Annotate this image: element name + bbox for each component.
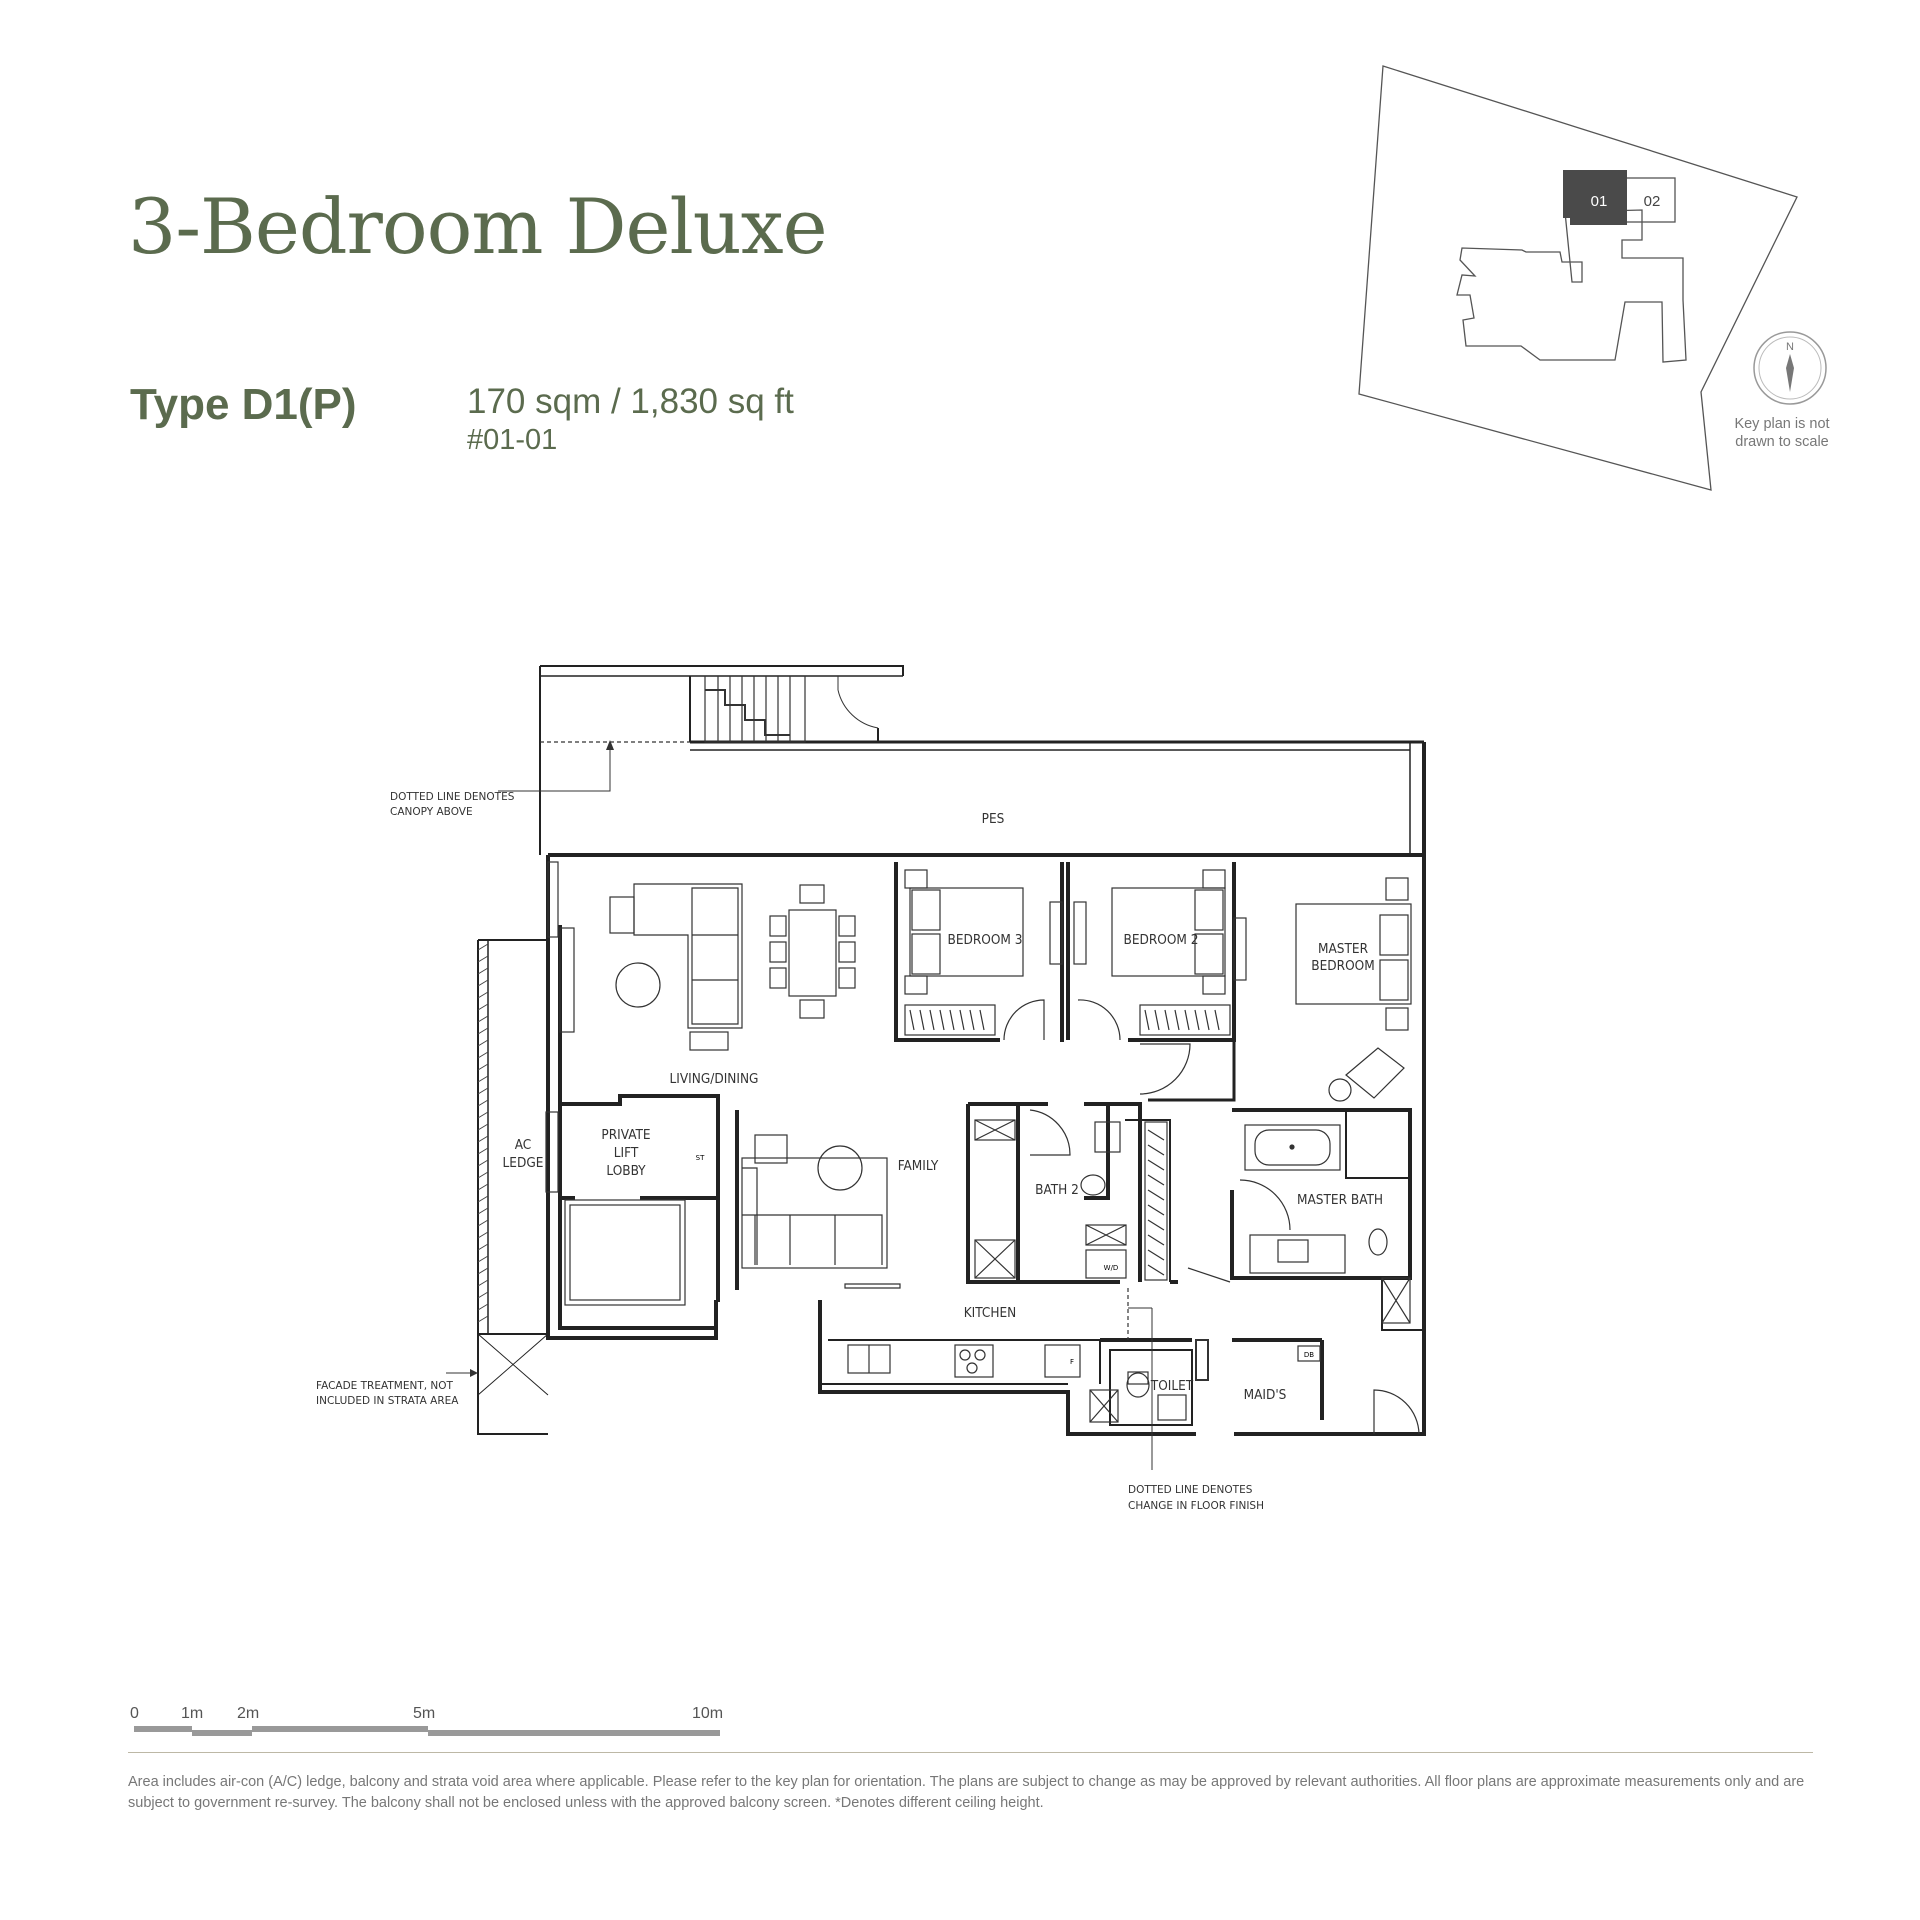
furniture [564, 869, 1420, 1435]
room-label-wd: W/D [1104, 1264, 1119, 1272]
room-label-db: DB [1304, 1351, 1314, 1359]
key-unit-01-label: 01 [1591, 193, 1608, 210]
scale-tick-10m: 10m [692, 1705, 723, 1722]
stair [704, 675, 879, 743]
unit-type: Type D1(P) [130, 380, 357, 429]
room-label-lift-3: LOBBY [606, 1163, 646, 1179]
room-label-bath2: BATH 2 [1035, 1182, 1079, 1198]
room-label-fridge: F [1070, 1358, 1074, 1366]
room-label-maids: MAID'S [1244, 1387, 1287, 1403]
note-canopy-2: CANOPY ABOVE [390, 806, 473, 818]
room-label-lift-2: LIFT [614, 1145, 639, 1161]
note-facade-1: FACADE TREATMENT, NOT [316, 1380, 454, 1392]
room-label-living-dining: LIVING/DINING [670, 1071, 759, 1087]
building-outline [1456, 209, 1687, 363]
walls [477, 665, 1426, 1436]
key-unit-01 [1563, 170, 1627, 225]
room-label-kitchen: KITCHEN [964, 1305, 1017, 1321]
note-facade-2: INCLUDED IN STRATA AREA [316, 1395, 459, 1407]
page-title: 3-Bedroom Deluxe [128, 182, 828, 271]
note-floor-2: CHANGE IN FLOOR FINISH [1128, 1500, 1264, 1512]
site-boundary [1358, 65, 1798, 491]
room-label-lift-1: PRIVATE [601, 1127, 650, 1143]
room-label-master-1: MASTER [1318, 941, 1369, 957]
room-label-master-bath: MASTER BATH [1297, 1192, 1383, 1208]
facade-hatch [477, 943, 489, 1323]
unit-number: #01-01 [467, 424, 558, 456]
scale-tick-0: 0 [130, 1705, 139, 1722]
room-label-ac-1: AC [515, 1137, 532, 1153]
canopy-leader [498, 742, 611, 792]
scale-tick-1m: 1m [181, 1705, 203, 1722]
disclaimer: Area includes air-con (A/C) ledge, balco… [128, 1774, 1805, 1811]
key-unit-02-label: 02 [1644, 193, 1661, 210]
scale-tick-2m: 2m [237, 1705, 259, 1722]
key-plan-note: Key plan is not drawn to scale [1734, 416, 1830, 450]
room-label-bedroom3: BEDROOM 3 [948, 932, 1023, 948]
unit-area: 170 sqm / 1,830 sq ft [467, 382, 794, 421]
room-label-master-2: BEDROOM [1311, 958, 1374, 974]
note-canopy-1: DOTTED LINE DENOTES [390, 791, 515, 803]
north-label: N [1786, 341, 1794, 353]
room-label-st: ST [696, 1154, 705, 1162]
note-floor-1: DOTTED LINE DENOTES [1128, 1484, 1253, 1496]
room-label-ac-2: LEDGE [503, 1155, 544, 1171]
room-label-bedroom2: BEDROOM 2 [1124, 932, 1199, 948]
room-label-toilet: TOILET [1150, 1378, 1194, 1394]
room-label-family: FAMILY [898, 1158, 939, 1174]
north-arrow-icon: N [1753, 331, 1827, 405]
glazing [545, 861, 1411, 1324]
scale-bar: 0 1m 2m 5m 10m [130, 1705, 723, 1736]
footer-divider [128, 1752, 1813, 1753]
key-plan [1358, 65, 1798, 491]
scale-tick-5m: 5m [413, 1705, 435, 1722]
room-label-pes: PES [982, 811, 1005, 827]
